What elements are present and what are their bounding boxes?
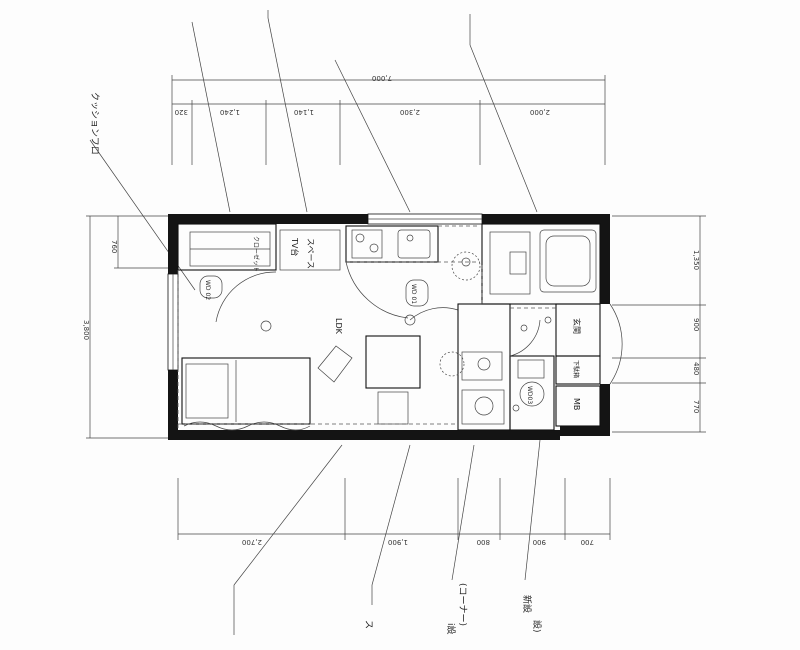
right-dimensions [612, 215, 706, 433]
wd03-label: WD03 [526, 386, 533, 404]
washroom [439, 303, 511, 431]
shoe-box-label: 下駄箱 [572, 360, 580, 378]
dim-top-total: 7,000 [372, 74, 392, 82]
kitchen-counter [345, 225, 480, 263]
wd02-marker [199, 275, 223, 299]
dim-right-2: 900 [692, 318, 700, 331]
dining-chair-1 [317, 345, 353, 383]
bathroom [451, 223, 601, 305]
bottom-leader-lines [233, 439, 541, 635]
interior-dashes [481, 262, 556, 412]
dim-bottom-5: 700 [581, 538, 594, 546]
dim-right-4: 770 [692, 400, 700, 413]
cushion-floor-label: クッションフロ [89, 92, 100, 155]
dim-right-1: 1,350 [692, 250, 700, 270]
dim-left-1: 760 [110, 240, 118, 253]
exterior-walls [167, 213, 610, 440]
bottom-label-2a: (コーナー) [457, 583, 468, 626]
dim-top-1: 320 [175, 108, 188, 116]
tv-space [279, 229, 341, 271]
ldk-label: LDK [334, 318, 343, 335]
dim-left-total: 3,800 [82, 320, 90, 340]
mb-label: MB [572, 398, 581, 410]
bed [181, 357, 311, 431]
wd01-label: WD 01 [410, 284, 417, 304]
dining-table [365, 335, 421, 389]
shoe-box [555, 355, 601, 385]
closet [177, 223, 277, 430]
toilet-area [509, 319, 555, 431]
tv-label: TV台 [290, 237, 300, 256]
entrance-label: 玄関 [572, 318, 582, 334]
ceiling-light-2 [404, 314, 416, 326]
top-dimensions [171, 75, 606, 165]
ceiling-light-1 [260, 320, 272, 332]
dim-top-5: 2,000 [530, 108, 550, 116]
wd02-label: WD 02 [204, 280, 211, 300]
space-label: スペース [306, 238, 315, 269]
bottom-dimensions [177, 478, 611, 540]
dim-bottom-2: 1,900 [388, 538, 408, 546]
closet-label: クローゼット [252, 236, 260, 272]
dim-bottom-1: 2,700 [242, 538, 262, 546]
wd01-marker [405, 279, 429, 307]
bottom-label-1: ス [363, 620, 373, 629]
mb-box [555, 385, 601, 427]
bottom-label-3b: 設) [531, 620, 543, 633]
dim-right-3: 480 [692, 362, 700, 375]
bottom-label-3a: 新設 [521, 595, 533, 613]
dim-top-4: 2,300 [400, 108, 420, 116]
dim-top-2: 1,240 [220, 108, 240, 116]
bottom-label-2b: i設 [445, 623, 457, 635]
dim-top-3: 1,140 [294, 108, 314, 116]
left-dimensions [86, 215, 172, 439]
dining-chair-2 [377, 391, 409, 425]
top-leader-lines [191, 10, 538, 213]
dim-bottom-4: 900 [533, 538, 546, 546]
dim-bottom-3: 800 [477, 538, 490, 546]
